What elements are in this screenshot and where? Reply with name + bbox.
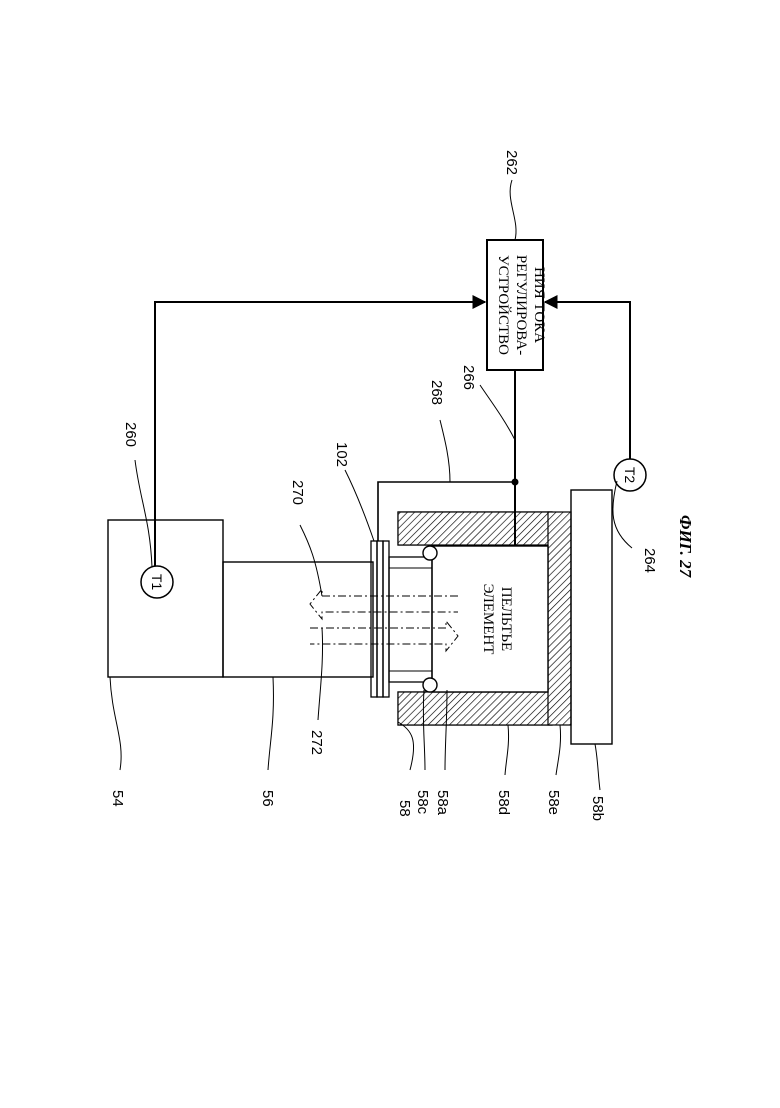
o-ring-upper	[423, 546, 437, 560]
leader-56	[268, 677, 273, 770]
label-270: 270	[289, 480, 306, 505]
label-58e: 58e	[545, 790, 562, 815]
label-260: 260	[122, 422, 139, 447]
label-266: 266	[460, 365, 477, 390]
leader-54	[110, 677, 121, 770]
label-102: 102	[333, 442, 350, 467]
junction-dot	[512, 479, 519, 486]
neck	[389, 557, 432, 682]
sensor-t2-label: T2	[622, 467, 638, 484]
label-58: 58	[396, 800, 413, 817]
block-54	[108, 520, 223, 677]
label-268: 268	[428, 380, 445, 405]
label-56: 56	[259, 790, 276, 807]
o-ring-lower	[423, 678, 437, 692]
label-58d: 58d	[495, 790, 512, 815]
shaft-56	[223, 562, 373, 677]
label-58c: 58c	[414, 790, 431, 815]
flange-102-a	[371, 541, 377, 697]
figure-caption: ФИГ. 27	[676, 515, 695, 579]
leader-266	[480, 385, 515, 440]
leader-260	[135, 460, 152, 567]
leader-102	[345, 470, 374, 541]
leader-58d	[505, 725, 509, 775]
leader-58	[398, 722, 414, 770]
label-262: 262	[503, 150, 520, 175]
base-58e	[548, 512, 571, 725]
holder-wall-upper	[398, 512, 552, 545]
leader-268	[440, 420, 450, 482]
flange-102-c	[383, 541, 389, 697]
peltier-label-line1: ЭЛЕМЕНТ	[480, 584, 496, 655]
leader-262	[510, 180, 516, 240]
leader-58b	[595, 744, 600, 790]
leader-58e	[556, 725, 561, 775]
controller-label-line1: УСТРОЙСТВО	[495, 255, 512, 355]
label-272: 272	[308, 730, 325, 755]
flange-102-b	[377, 541, 383, 697]
controller-label-line3: НИЯ ТОКА	[531, 267, 547, 343]
controller-label-line2: РЕГУЛИРОВА-	[513, 255, 529, 355]
peltier-label-line2: ПЕЛЬТЬЕ	[498, 587, 514, 651]
holder-wall-lower	[398, 692, 552, 725]
label-54: 54	[109, 790, 126, 807]
label-58a: 58a	[434, 790, 451, 816]
leader-272	[318, 628, 323, 720]
label-264: 264	[641, 548, 658, 573]
plate-58b	[571, 490, 612, 744]
label-58b: 58b	[589, 796, 606, 821]
sensor-t1-label: T1	[149, 574, 165, 591]
leader-270	[300, 525, 322, 596]
wire-t2	[545, 302, 630, 460]
